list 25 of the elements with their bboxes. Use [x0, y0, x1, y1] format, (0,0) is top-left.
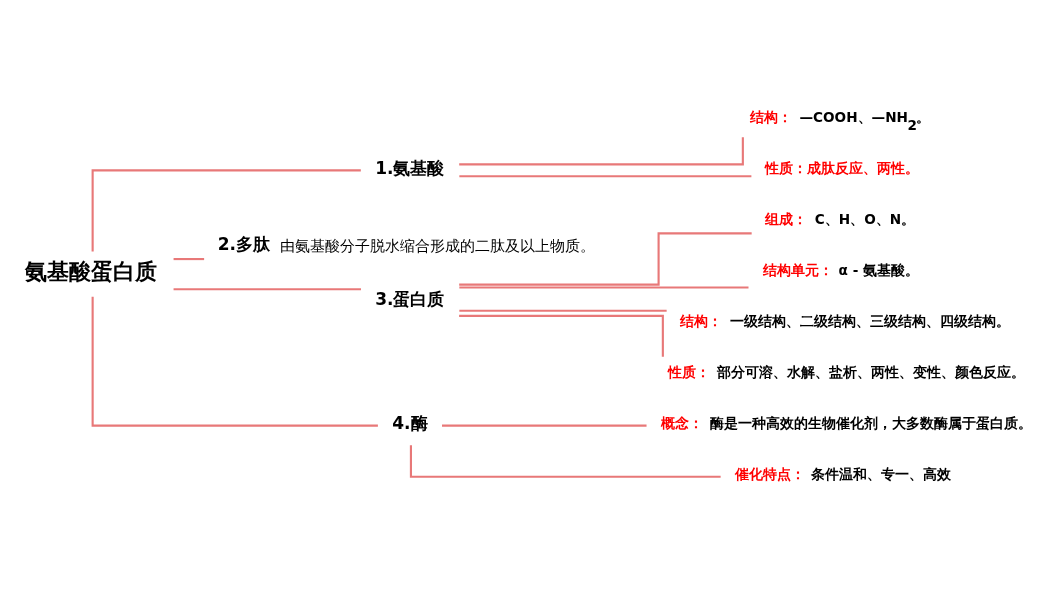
connector — [173, 258, 205, 261]
connector — [442, 424, 647, 427]
node-text: 性质：成肽反应、两性。 — [765, 159, 920, 176]
connector — [459, 286, 749, 289]
connector — [459, 232, 752, 286]
node-text: 结构单元： α - 氨基酸。 — [762, 261, 920, 278]
connector — [459, 314, 664, 357]
node-text: 2.多肽 — [217, 234, 271, 255]
node-label: 由氨基酸分子脱水缩合形成的二肽及以上物质。 — [279, 236, 595, 255]
connector — [91, 169, 361, 252]
node-text: 结构： 一级结构、二级结构、三级结构、四级结构。 — [680, 312, 1010, 329]
node-text: 氨基酸蛋白质 — [25, 258, 158, 285]
connector — [459, 137, 744, 166]
node-text: 性质： 部分可溶、水解、盐析、两性、变性、颜色反应。 — [667, 363, 1025, 380]
connector — [459, 175, 752, 178]
connector — [459, 309, 667, 312]
connector — [173, 288, 361, 291]
connector — [91, 296, 378, 427]
connector — [409, 445, 721, 478]
node-text: 4.酶 — [392, 413, 428, 434]
node-text: 3.蛋白质 — [375, 288, 445, 309]
node-text: 1.氨基酸 — [375, 157, 445, 178]
node-text: 组成： C、H、O、N。 — [765, 210, 916, 227]
node-text: 催化特点： 条件温和、专一、高效 — [734, 466, 951, 483]
node-text: 概念： 酶是一种高效的生物催化剂，大多数酶属于蛋白质。 — [660, 415, 1033, 432]
